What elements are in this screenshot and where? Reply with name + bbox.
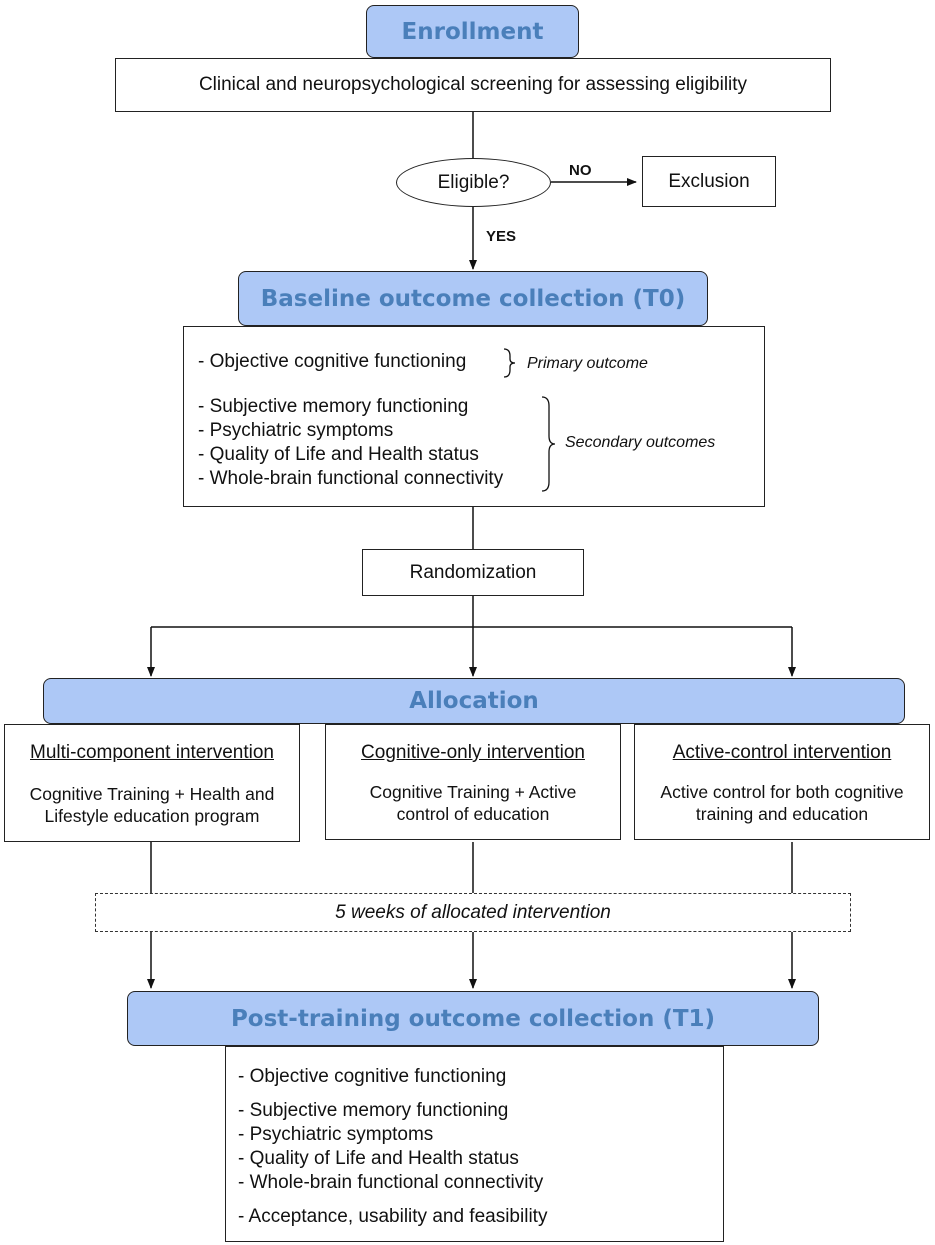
no-label: NO <box>569 162 592 179</box>
baseline-secondary-list: - Subjective memory functioning - Psychi… <box>198 395 503 491</box>
post-item-secondary: - Quality of Life and Health status <box>238 1148 519 1169</box>
post-outcomes-list: - Objective cognitive functioning - Subj… <box>238 1065 547 1229</box>
arm-desc-line: Cognitive Training + Health and <box>29 784 275 804</box>
arm-box-active-control: Active-control intervention Active contr… <box>634 724 930 840</box>
enrollment-title: Enrollment <box>401 18 544 45</box>
arm-description: Cognitive Training + Active control of e… <box>330 781 616 825</box>
exclusion-text: Exclusion <box>668 170 750 192</box>
arm-desc-line: Lifestyle education program <box>44 806 260 826</box>
arm-desc-line: training and education <box>695 804 869 824</box>
arm-desc-line: Cognitive Training + Active <box>369 782 577 802</box>
arm-box-multi-component: Multi-component intervention Cognitive T… <box>4 724 300 842</box>
baseline-outcomes-box: - Objective cognitive functioning Primar… <box>183 326 765 507</box>
allocation-header: Allocation <box>43 678 905 724</box>
primary-outcome-note: Primary outcome <box>527 355 648 372</box>
screening-box: Clinical and neuropsychological screenin… <box>115 58 831 112</box>
post-item-secondary: - Psychiatric symptoms <box>238 1124 434 1145</box>
post-item-primary: - Objective cognitive functioning <box>238 1066 507 1087</box>
baseline-secondary-item: - Quality of Life and Health status <box>198 444 479 465</box>
post-training-header: Post-training outcome collection (T1) <box>127 991 819 1046</box>
arm-desc-line: Active control for both cognitive <box>660 782 904 802</box>
screening-text: Clinical and neuropsychological screenin… <box>198 74 748 95</box>
arm-description: Cognitive Training + Health and Lifestyl… <box>9 783 295 827</box>
post-item-extra: - Acceptance, usability and feasibility <box>238 1206 548 1227</box>
enrollment-header: Enrollment <box>366 5 579 58</box>
arm-description: Active control for both cognitive traini… <box>639 781 925 825</box>
randomization-text: Randomization <box>409 561 537 583</box>
baseline-header: Baseline outcome collection (T0) <box>238 271 708 326</box>
eligible-text: Eligible? <box>437 171 510 193</box>
exclusion-box: Exclusion <box>642 156 776 207</box>
intervention-duration-box: 5 weeks of allocated intervention <box>95 893 851 932</box>
post-outcomes-box: - Objective cognitive functioning - Subj… <box>225 1046 724 1242</box>
baseline-primary-item: - Objective cognitive functioning <box>198 351 467 372</box>
randomization-box: Randomization <box>362 549 584 596</box>
eligible-decision: Eligible? <box>396 158 551 207</box>
primary-brace <box>503 348 516 378</box>
post-item-secondary: - Subjective memory functioning <box>238 1100 509 1121</box>
arm-desc-line: control of education <box>396 804 550 824</box>
arm-title: Multi-component intervention <box>30 742 274 763</box>
allocation-title: Allocation <box>409 688 539 714</box>
post-item-secondary: - Whole-brain functional connectivity <box>238 1172 544 1193</box>
secondary-brace <box>541 396 556 492</box>
arm-title: Cognitive-only intervention <box>361 742 585 763</box>
secondary-outcomes-note: Secondary outcomes <box>565 434 716 451</box>
intervention-duration-text: 5 weeks of allocated intervention <box>335 901 611 923</box>
post-training-title: Post-training outcome collection (T1) <box>230 1005 716 1032</box>
baseline-primary-list: - Objective cognitive functioning <box>198 350 466 374</box>
arm-box-cognitive-only: Cognitive-only intervention Cognitive Tr… <box>325 724 621 840</box>
baseline-secondary-item: - Subjective memory functioning <box>198 396 469 417</box>
baseline-title: Baseline outcome collection (T0) <box>260 285 686 312</box>
baseline-secondary-item: - Psychiatric symptoms <box>198 420 394 441</box>
baseline-secondary-item: - Whole-brain functional connectivity <box>198 468 504 489</box>
arm-title: Active-control intervention <box>672 742 892 763</box>
yes-label: YES <box>486 228 517 245</box>
